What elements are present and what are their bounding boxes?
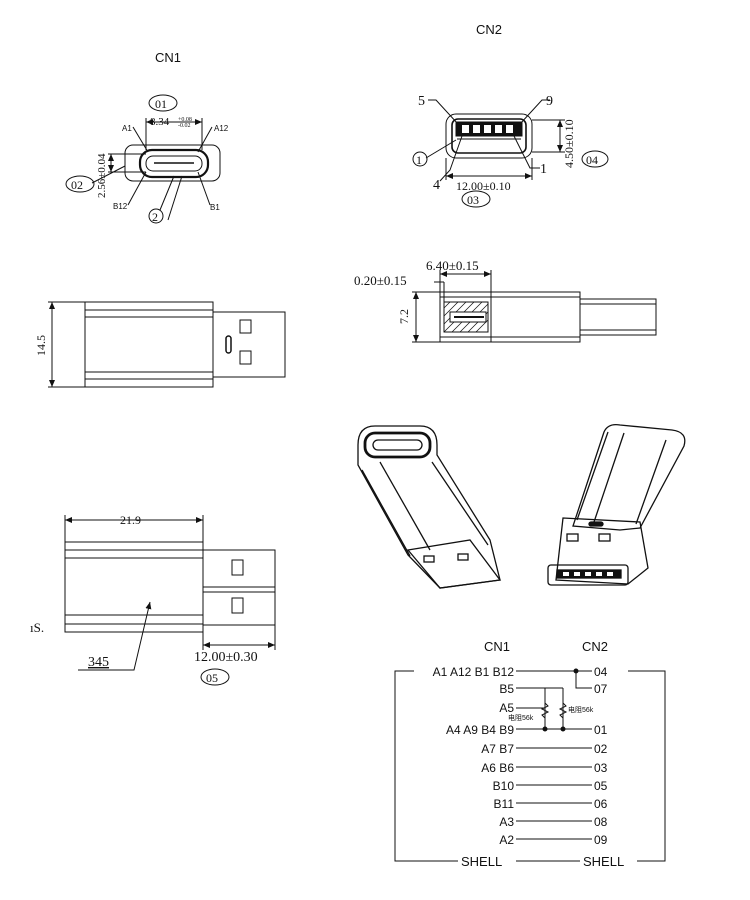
cn2-label-4: 4 [433, 178, 440, 193]
iso-view-receptacle [357, 425, 502, 589]
wiring-left-3: A4 A9 B4 B9 [446, 723, 514, 737]
side-edge-text: ıS. [30, 620, 44, 635]
wiring-right-9: 09 [594, 833, 608, 847]
cn2-circle-1: 1 [416, 153, 422, 167]
wiring-left-7: B11 [494, 797, 515, 811]
iso-view-plug [547, 424, 686, 586]
side-dim-1200: 12.00±0.30 [194, 650, 258, 665]
cn1-circle-02: 02 [71, 178, 83, 192]
wiring-diagram [394, 668, 666, 862]
wiring-left-2: A5 [499, 701, 514, 715]
cn1-width-dim: 8.34 [150, 116, 170, 128]
wiring-header-cn2: CN2 [582, 639, 608, 654]
cn1-circle-01: 01 [155, 97, 167, 111]
wiring-left-labels: A1 A12 B1 B12 B5 A5 A4 A9 B4 B9 A7 B7 A6… [433, 665, 515, 847]
wiring-shell-right: SHELL [583, 854, 624, 869]
wiring-right-8: 08 [594, 815, 608, 829]
cn1-height-dim: 2.56±0.04 [96, 153, 108, 198]
top-view [48, 301, 286, 388]
wiring-left-4: A7 B7 [481, 742, 514, 756]
cn1-tol-top: +0.08 [178, 117, 192, 123]
cn1-pin-b1: B1 [210, 203, 220, 212]
cn2-width-dim: 12.00±0.10 [456, 179, 511, 193]
cn2-label-5: 5 [418, 94, 425, 109]
cn1-pin-a12: A12 [214, 124, 229, 133]
side-circle-05: 05 [206, 671, 218, 685]
section-dim-640: 6.40±0.15 [426, 258, 479, 273]
wiring-right-1: 07 [594, 682, 608, 696]
wiring-right-3: 01 [594, 723, 608, 737]
cn1-circle-2: 2 [152, 210, 158, 224]
wiring-resistor-left: 电阻56k [508, 713, 534, 722]
cn2-title: CN2 [476, 22, 502, 37]
wiring-left-0: A1 A12 B1 B12 [433, 665, 515, 679]
cn1-tol-bot: -0.02 [178, 123, 191, 129]
cn1-front-view [65, 94, 221, 224]
cn2-label-1: 1 [540, 162, 547, 177]
cn2-circle-04: 04 [586, 153, 598, 167]
wiring-shell-left: SHELL [461, 854, 502, 869]
wiring-left-1: B5 [499, 682, 514, 696]
wiring-left-8: A3 [499, 815, 514, 829]
cn2-front-view [412, 99, 609, 208]
wiring-resistor-right: 电阻56k [568, 705, 594, 714]
side-circles-345: 345 [88, 655, 109, 670]
cn2-height-dim: 4.50±0.10 [562, 119, 576, 168]
wiring-left-9: A2 [499, 833, 514, 847]
wiring-header-cn1: CN1 [484, 639, 510, 654]
section-dim-020: 0.20±0.15 [354, 273, 407, 288]
section-view [412, 270, 657, 343]
cn1-title: CN1 [155, 50, 181, 65]
cn1-pin-b12: B12 [113, 202, 128, 211]
wiring-right-6: 05 [594, 779, 608, 793]
wiring-right-0: 04 [594, 665, 608, 679]
wiring-right-labels: 04 07 01 02 03 05 06 08 09 [594, 665, 608, 847]
wiring-right-4: 02 [594, 742, 608, 756]
cn2-label-9: 9 [546, 94, 553, 109]
wiring-right-7: 06 [594, 797, 608, 811]
wiring-left-6: B10 [493, 779, 515, 793]
side-dim-219: 21.9 [120, 513, 141, 527]
section-dim-72: 7.2 [397, 309, 411, 324]
wiring-left-5: A6 B6 [481, 761, 514, 775]
side-view [64, 515, 276, 686]
wiring-right-5: 03 [594, 761, 608, 775]
cn1-pin-a1: A1 [122, 124, 132, 133]
top-dim-145: 14.5 [34, 335, 48, 356]
cn2-circle-03: 03 [467, 193, 479, 207]
